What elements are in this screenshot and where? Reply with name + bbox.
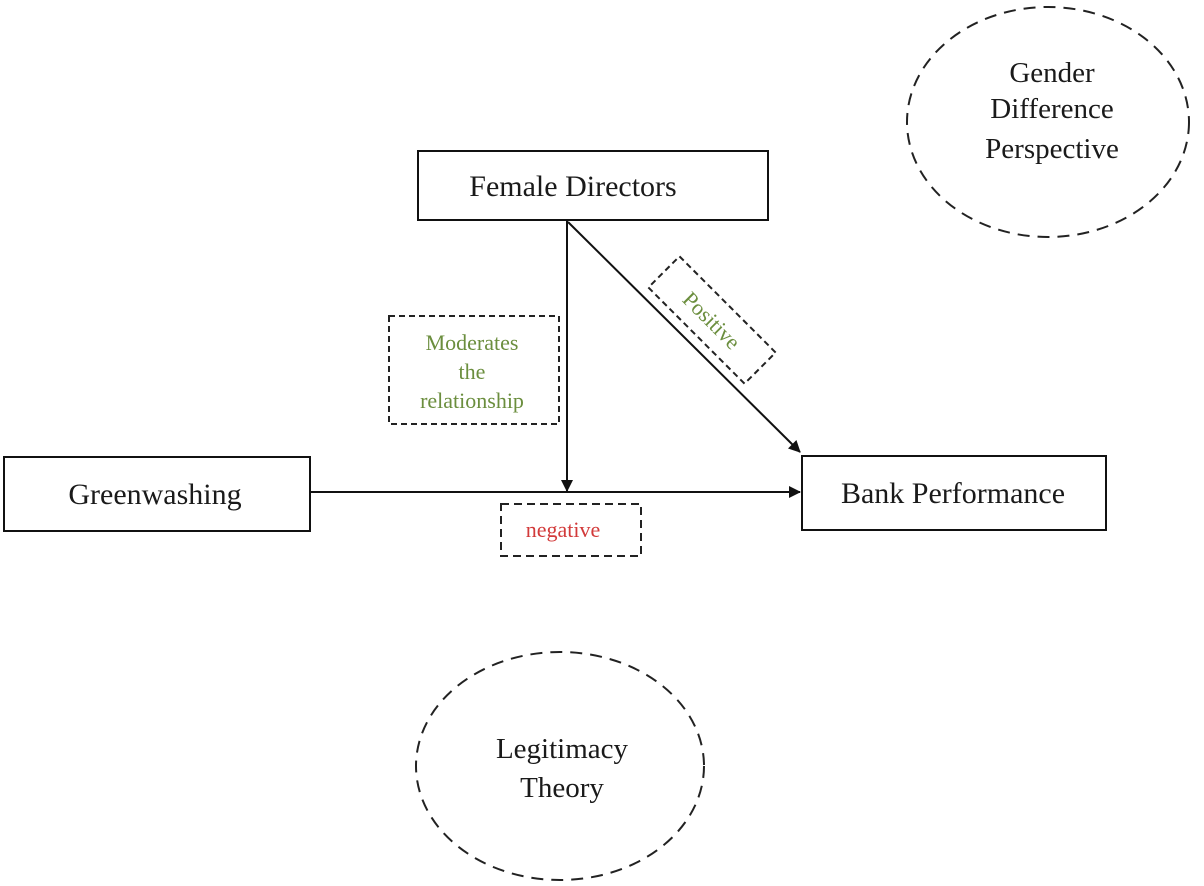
node-bank-performance: Bank Performance xyxy=(801,455,1107,531)
node-bank-performance-label: Bank Performance xyxy=(841,477,1065,510)
label-moderates-line-3: relationship xyxy=(420,388,524,413)
label-moderates: Moderates the relationship xyxy=(388,315,560,425)
label-negative: negative xyxy=(500,503,642,557)
theory-gender-difference-perspective: Gender Difference Perspective xyxy=(906,6,1190,238)
arrow-directors-to-performance xyxy=(567,221,801,453)
node-greenwashing-label: Greenwashing xyxy=(68,478,241,511)
label-moderates-line-1: Moderates xyxy=(426,330,519,355)
node-female-directors-label: Female Directors xyxy=(469,170,676,203)
label-moderates-line-2: the xyxy=(459,359,486,384)
node-greenwashing: Greenwashing xyxy=(3,456,311,532)
theory-gender-line-3: Perspective xyxy=(985,133,1119,165)
theory-gender-line-2: Difference xyxy=(990,93,1113,125)
node-female-directors: Female Directors xyxy=(417,150,769,221)
theory-gender-line-1: Gender xyxy=(1009,57,1095,89)
theory-legitimacy-line-2: Theory xyxy=(520,772,604,804)
theory-legitimacy-line-1: Legitimacy xyxy=(496,733,629,765)
theory-legitimacy: Legitimacy Theory xyxy=(415,651,705,881)
label-negative-text: negative xyxy=(526,517,601,542)
